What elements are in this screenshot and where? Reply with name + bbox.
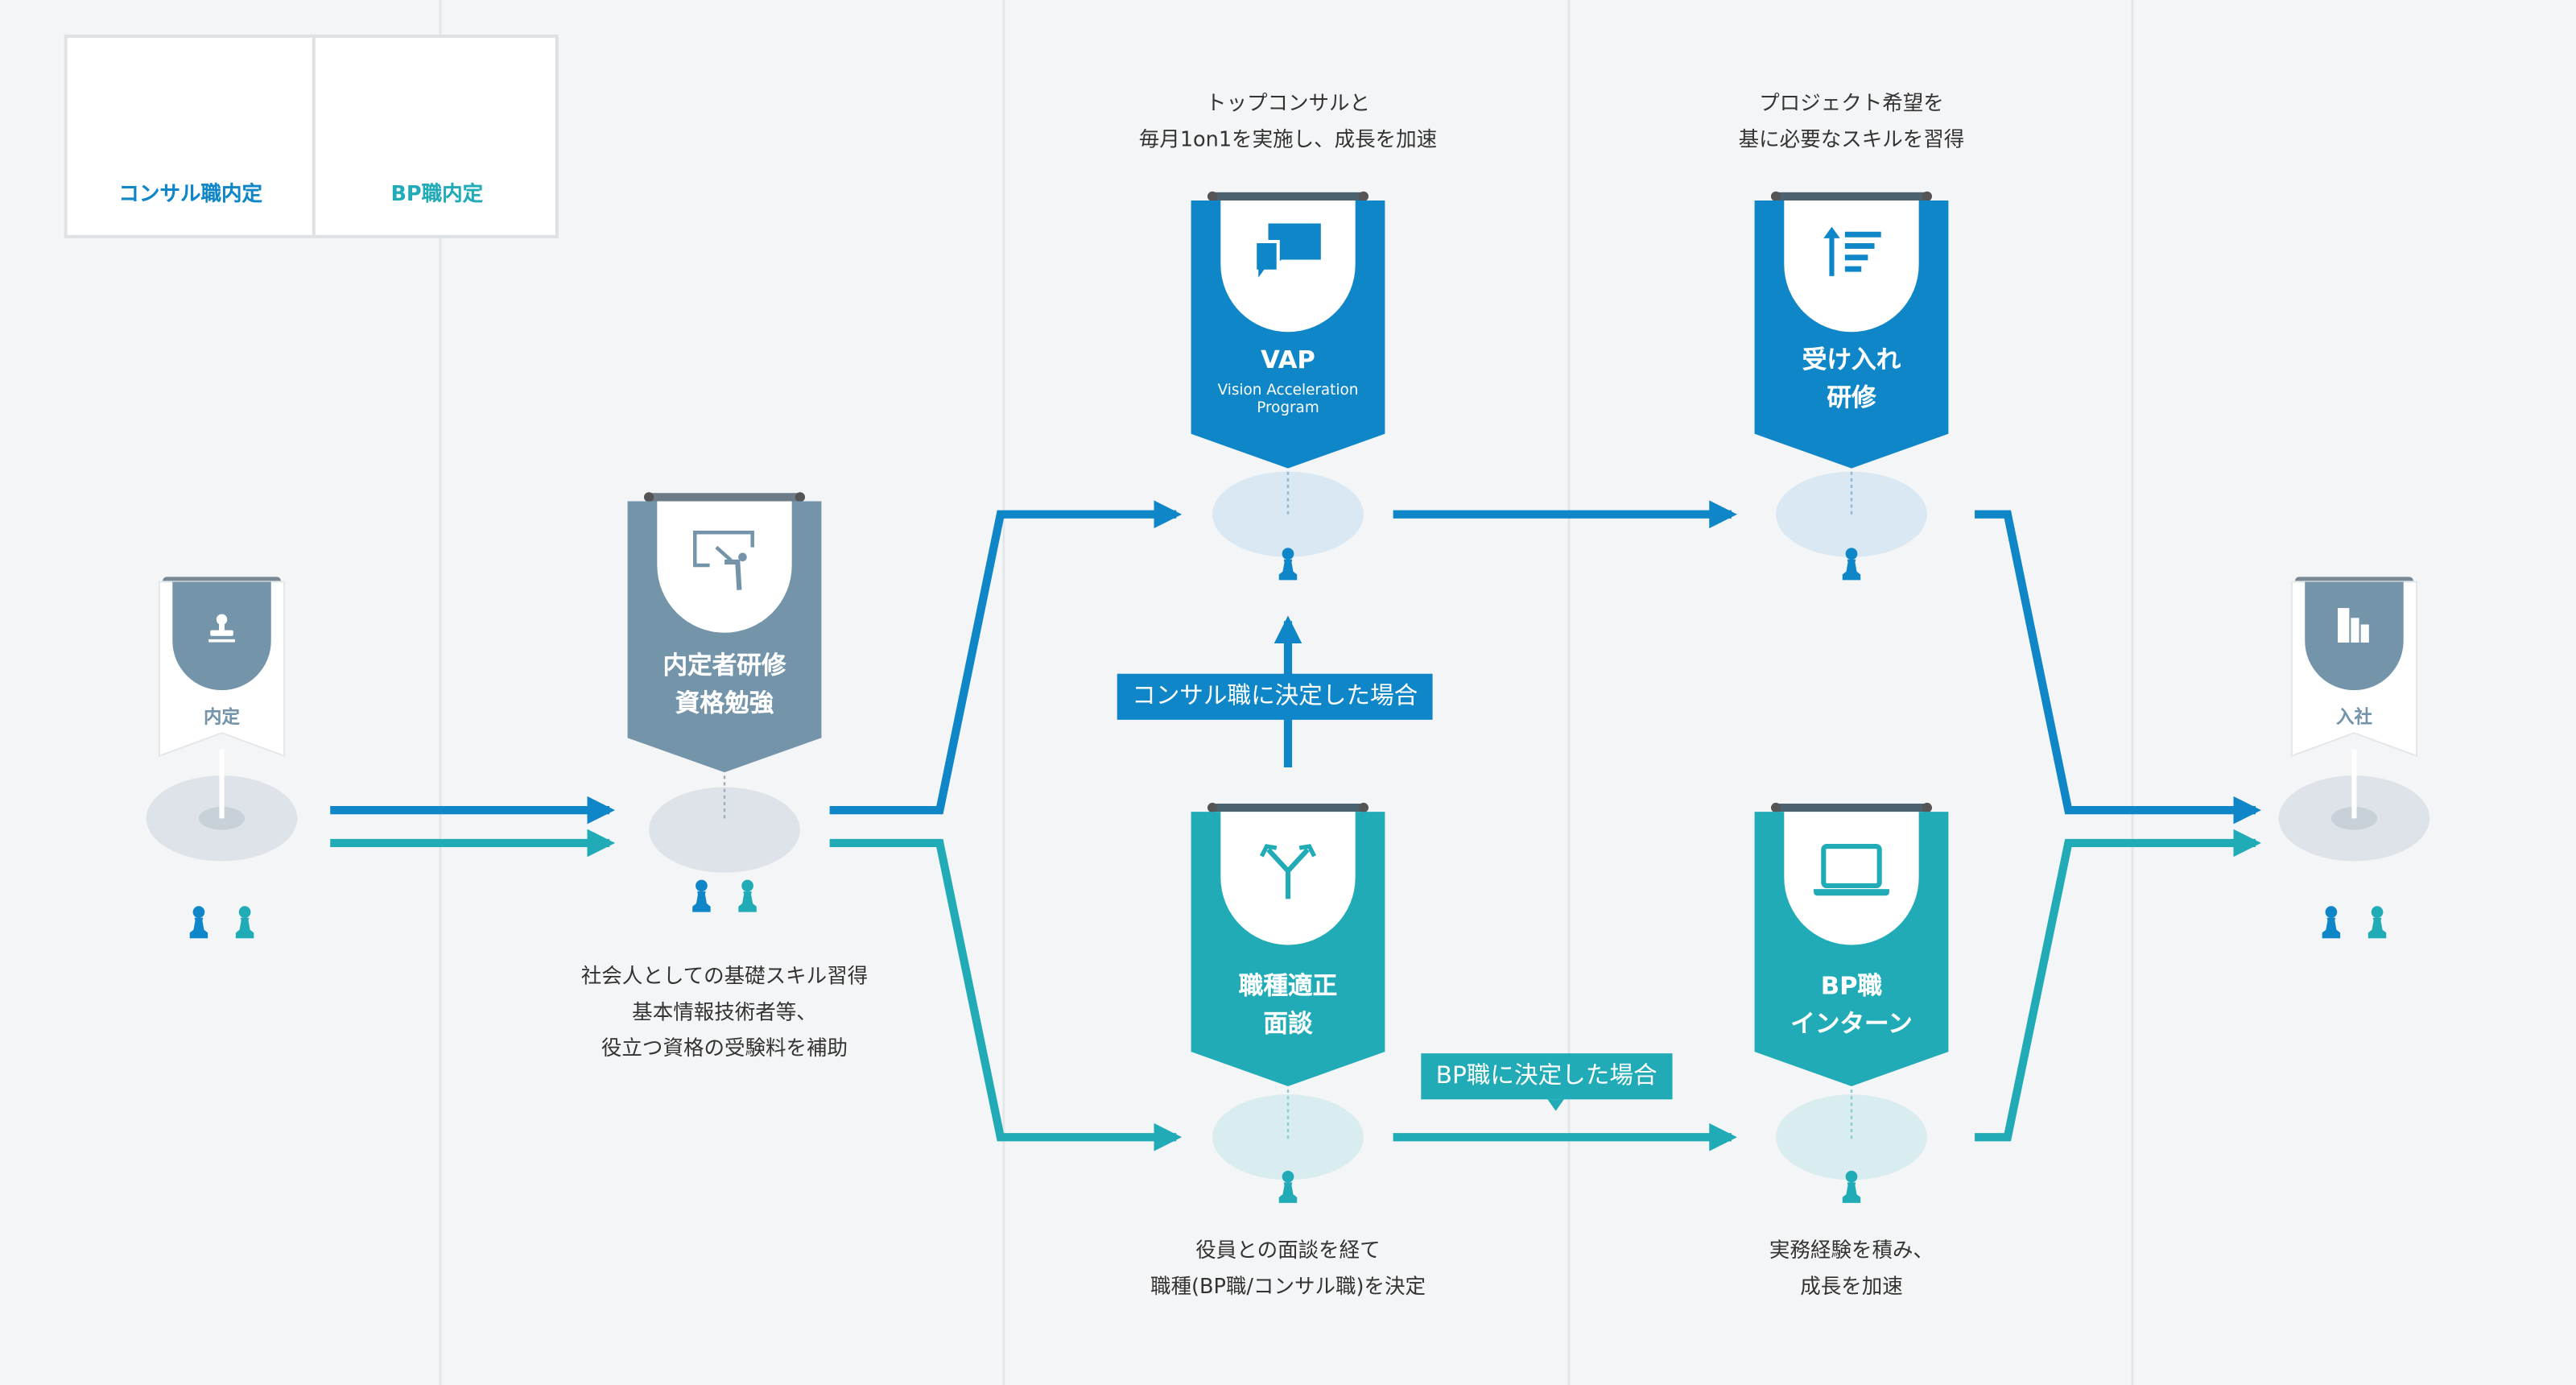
banner-vap [1191, 191, 1385, 518]
chat-bubbles-icon [1253, 223, 1321, 288]
bp-caption-line2: 成長を加速 [1800, 1273, 1903, 1299]
naitei-label: 内定 [204, 706, 240, 729]
bp-decided-tag: BP職に決定した場合 [1421, 1053, 1672, 1100]
training-caption-line1: 社会人としての基礎スキル習得 [580, 962, 869, 988]
nyusha-label: 入社 [2336, 706, 2372, 729]
training-caption-line3: 役立つ資格の受験料を補助 [601, 1035, 848, 1060]
vap-caption: トップコンサルと 毎月1on1を実施し、成長を加速 [1139, 85, 1437, 158]
whiteboard-teacher-icon [693, 530, 754, 590]
vap-subtitle: Vision Acceleration Program [1218, 383, 1359, 420]
training-title-line2: 資格勉強 [675, 688, 774, 718]
banner-training [627, 492, 822, 822]
bp-caption: 実務経験を積み、 成長を加速 [1769, 1233, 1934, 1305]
acceptance-caption-line1: プロジェクト希望を [1759, 90, 1944, 115]
acceptance-title-line2: 研修 [1827, 382, 1876, 413]
training-title-line1: 内定者研修 [663, 651, 786, 680]
banner-interview [1191, 802, 1385, 1141]
bp-intern-title: BP職 インターン [1790, 968, 1913, 1044]
training-title: 内定者研修 資格勉強 [663, 647, 786, 723]
banner-bp-intern [1754, 802, 1949, 1141]
column-dividers [439, 0, 2134, 1385]
vap-subtitle-line1: Vision Acceleration [1217, 382, 1359, 399]
interview-title: 職種適正 面談 [1239, 968, 1337, 1044]
acceptance-title: 受け入れ 研修 [1802, 341, 1901, 417]
interview-caption: 役員との面談を経て 職種(BP職/コンサル職)を決定 [1150, 1233, 1426, 1305]
stamp-icon [208, 614, 235, 643]
laptop-icon [1814, 843, 1889, 896]
acceptance-title-line1: 受け入れ [1802, 345, 1901, 375]
legend: コンサル職内定 BP職内定 [64, 34, 559, 238]
sort-ascending-icon [1823, 226, 1881, 276]
interview-caption-line2: 職種(BP職/コンサル職)を決定 [1150, 1273, 1426, 1299]
legend-consul-label: コンサル職内定 [118, 180, 263, 206]
split-arrow-icon [1259, 844, 1317, 899]
vap-subtitle-line2: Program [1257, 400, 1319, 418]
banner-acceptance [1754, 191, 1949, 518]
interview-title-line2: 面談 [1263, 1009, 1313, 1039]
consul-decided-tag: コンサル職に決定した場合 [1117, 673, 1433, 720]
bp-caption-line1: 実務経験を積み、 [1769, 1237, 1934, 1263]
vap-caption-line1: トップコンサルと [1205, 90, 1371, 115]
bp-intern-title-line1: BP職 [1820, 971, 1883, 1001]
banner-nyusha [2290, 577, 2418, 819]
banner-naitei [158, 577, 286, 819]
building-icon [2338, 608, 2369, 643]
consul-flow-arrows [330, 500, 2261, 825]
interview-caption-line1: 役員との面談を経て [1195, 1237, 1381, 1263]
acceptance-caption: プロジェクト希望を 基に必要なスキルを習得 [1739, 85, 1965, 158]
vap-title: VAP [1261, 345, 1315, 375]
bp-flow-arrows [330, 829, 2261, 1151]
bp-intern-title-line2: インターン [1790, 1009, 1913, 1039]
training-caption-line2: 基本情報技術者等、 [632, 998, 817, 1024]
training-caption: 社会人としての基礎スキル習得 基本情報技術者等、 役立つ資格の受験料を補助 [581, 958, 868, 1067]
vap-caption-line2: 毎月1on1を実施し、成長を加速 [1138, 126, 1438, 151]
acceptance-caption-line2: 基に必要なスキルを習得 [1738, 126, 1965, 151]
legend-divider [312, 37, 316, 235]
legend-bp-label: BP職内定 [390, 180, 484, 206]
interview-title-line1: 職種適正 [1238, 971, 1338, 1001]
